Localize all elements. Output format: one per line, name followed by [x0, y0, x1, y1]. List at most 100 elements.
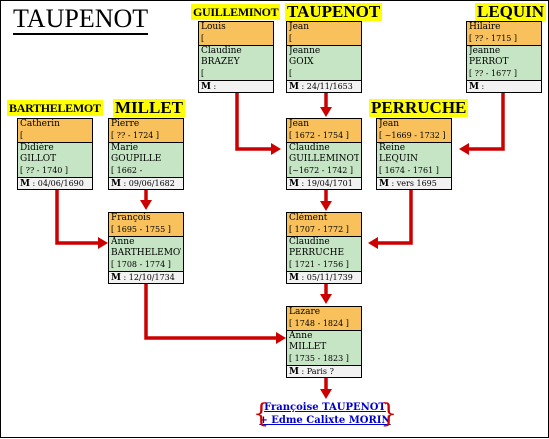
wife-dates: [ [201, 69, 205, 78]
husband-dates: [ ?? - 1724 ] [111, 131, 160, 140]
wife-surname: BRAZEY [201, 57, 240, 67]
husband-dates: [ ~1669 - 1732 ] [379, 131, 446, 140]
wife-first-name: Jeanne [469, 46, 501, 56]
wife-surname: BARTHELEMOT [111, 248, 181, 258]
wife-cell: Jeanne PERROT [ ?? - 1677 ] [467, 46, 541, 81]
link-perruche-to-clement [378, 190, 413, 245]
wife-dates: [ 1735 - 1823 ] [289, 354, 349, 363]
marriage-row: M : 04/06/1690 [18, 178, 92, 189]
arrowhead [271, 143, 281, 155]
descendant-link-francoise[interactable]: Françoise TAUPENOT [264, 402, 386, 413]
marriage-row: M : 09/06/1682 [109, 178, 183, 189]
husband-dates: [ ?? - 1715 ] [469, 34, 518, 43]
link-francois-to-lazare [144, 284, 276, 340]
descendant-link-edme[interactable]: + Edme Calixte MORIN [259, 415, 391, 426]
family-label-lequin: LEQUIN [475, 2, 547, 21]
husband-dates: [ [20, 131, 24, 140]
husband-name: Hilaire [469, 22, 501, 32]
arrowhead [320, 294, 332, 304]
husband-cell: Catherin [ [18, 119, 92, 143]
link-guilleminot-to-taupenot2 [235, 93, 271, 151]
page-title: TAUPENOT [13, 4, 149, 35]
husband-name: Pierre [111, 119, 140, 129]
wife-first-name: Anne [111, 237, 135, 247]
wife-dates: [ 1674 - 1761 ] [379, 166, 439, 175]
family-label-millet: MILLET [113, 98, 186, 117]
husband-dates: [ [201, 34, 205, 43]
wife-surname: GILLOT [20, 154, 57, 164]
family-label-guilleminot: GUILLEMINOT [191, 4, 281, 20]
couple-box-taupenot: Jean [ Jeanne GOIX [ M : 24/11/1653 [286, 21, 362, 93]
husband-name: Catherin [20, 119, 60, 129]
marriage-row: M : 12/10/1734 [109, 272, 183, 283]
husband-cell: Pierre [ ?? - 1724 ] [109, 119, 183, 143]
marriage-row: M : [199, 81, 273, 92]
marriage-info: : 05/11/1739 [301, 273, 353, 282]
marriage-label: M [469, 82, 479, 92]
husband-dates: [ 1748 - 1824 ] [289, 319, 349, 328]
marriage-row: M : vers 1695 [377, 178, 451, 189]
marriage-row: M : 19/04/1701 [287, 178, 361, 189]
marriage-label: M [289, 179, 299, 189]
marriage-label: M [379, 179, 389, 189]
couple-box-lequin: Hilaire [ ?? - 1715 ] Jeanne PERROT [ ??… [466, 21, 542, 93]
wife-first-name: Claudine [201, 46, 242, 56]
arrowhead [368, 237, 378, 249]
wife-cell: Claudine PERRUCHE [ 1721 - 1756 ] [287, 237, 361, 272]
wife-cell: Didière GILLOT [ ?? - 1740 ] [18, 143, 92, 178]
husband-cell: Jean [ [287, 22, 361, 46]
wife-surname: MILLET [289, 342, 327, 352]
wife-first-name: Reine [379, 143, 406, 153]
arrowhead [98, 237, 108, 249]
link-barthelemot-to-francois [55, 190, 98, 245]
link-lequin-to-perruche [469, 93, 505, 151]
marriage-row: M : 24/11/1653 [287, 81, 361, 92]
husband-cell: Hilaire [ ?? - 1715 ] [467, 22, 541, 46]
wife-cell: Reine LEQUIN [ 1674 - 1761 ] [377, 143, 451, 178]
husband-cell: Lazare [ 1748 - 1824 ] [287, 307, 361, 331]
wife-dates: [ ?? - 1677 ] [469, 69, 518, 78]
marriage-row: M : 05/11/1739 [287, 272, 361, 283]
husband-name: Jean [289, 119, 310, 129]
wife-dates: [ 1708 - 1774 ] [111, 260, 171, 269]
wife-dates: [ 1662 - [111, 166, 143, 175]
marriage-info: : 04/06/1690 [32, 179, 84, 188]
marriage-label: M [289, 82, 299, 92]
husband-name: Lazare [289, 307, 321, 317]
wife-surname: LEQUIN [379, 154, 418, 164]
wife-dates: [ ?? - 1740 ] [20, 166, 69, 175]
marriage-label: M [289, 273, 299, 283]
marriage-info: : vers 1695 [391, 179, 437, 188]
wife-first-name: Anne [289, 331, 313, 341]
right-brace-icon: } [380, 399, 397, 429]
wife-first-name: Claudine [289, 143, 330, 153]
husband-dates: [ [289, 34, 293, 43]
wife-surname: GUILLEMINOT [289, 154, 359, 164]
wife-cell: Claudine GUILLEMINOT [~1672 - 1742 ] [287, 143, 361, 178]
arrowhead [320, 107, 332, 117]
wife-cell: Anne BARTHELEMOT [ 1708 - 1774 ] [109, 237, 183, 272]
wife-surname: GOIX [289, 57, 314, 67]
husband-dates: [ 1695 - 1755 ] [111, 225, 171, 234]
wife-dates: [ [289, 69, 293, 78]
marriage-label: M [289, 367, 299, 377]
husband-name: Jean [379, 119, 400, 129]
marriage-info: : [481, 82, 485, 91]
wife-dates: [ 1721 - 1756 ] [289, 260, 349, 269]
wife-first-name: Didière [20, 143, 54, 153]
marriage-label: M [20, 179, 30, 189]
arrowhead [320, 389, 332, 399]
marriage-info: : 19/04/1701 [301, 179, 353, 188]
wife-surname: GOUPILLE [111, 154, 162, 164]
marriage-label: M [201, 82, 211, 92]
arrowhead [320, 201, 332, 211]
couple-box-lazare-anne: Lazare [ 1748 - 1824 ] Anne MILLET [ 173… [286, 306, 362, 378]
wife-cell: Marie GOUPILLE [ 1662 - [109, 143, 183, 178]
husband-dates: [ 1672 - 1754 ] [289, 131, 349, 140]
family-label-perruche: PERRUCHE [369, 98, 469, 117]
family-label-taupenot: TAUPENOT [285, 2, 383, 21]
husband-dates: [ 1707 - 1772 ] [289, 225, 349, 234]
husband-cell: Jean [ 1672 - 1754 ] [287, 119, 361, 143]
couple-box-guilleminot: Louis [ Claudine BRAZEY [ M : [198, 21, 274, 93]
